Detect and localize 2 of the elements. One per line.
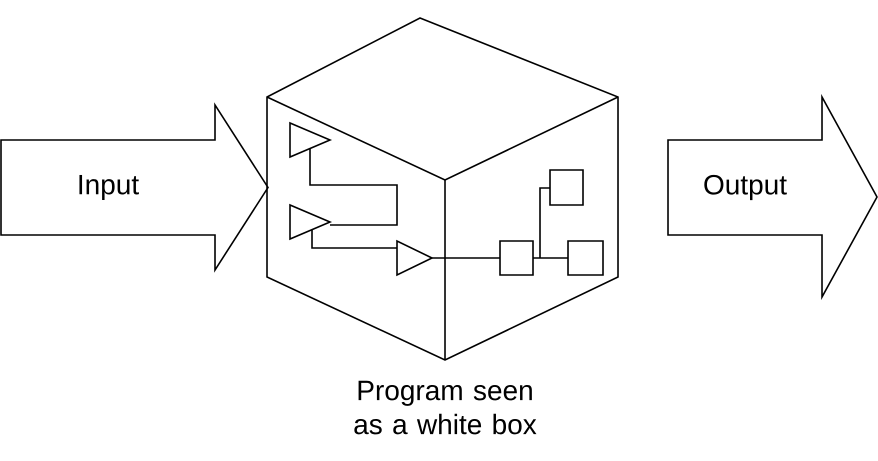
- node-label: Program seen as a white box: [354, 380, 536, 434]
- cube-drawing: [266, 17, 619, 361]
